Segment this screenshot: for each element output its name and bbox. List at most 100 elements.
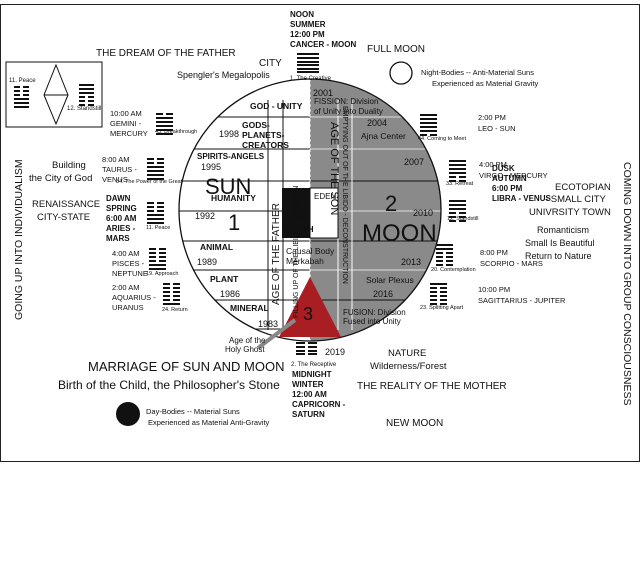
hexagram-splitting-apart-icon: [430, 283, 447, 305]
ecotopian-line-3: UNIVRSITY TOWN: [529, 207, 611, 218]
nature-label: NATURE: [388, 348, 426, 359]
hexagram-peace-small-icon: [14, 86, 29, 108]
dawn-group: DAWN SPRING 6:00 AM ARIES - MARS 11. Pea…: [106, 194, 170, 243]
svg-text:VENUS: VENUS: [102, 175, 128, 184]
year-2004: 2004: [367, 118, 387, 128]
hexagram-approach-icon: [149, 248, 166, 270]
fission-line-1: FISSION: Division: [314, 97, 378, 106]
hexagram-power-of-great-icon: [147, 158, 164, 180]
svg-text:AUTUMN: AUTUMN: [492, 174, 527, 183]
svg-text:CAPRICORN -: CAPRICORN -: [292, 400, 346, 409]
filling-label: FILLING UP OF THE LIBIDO - CREATION: [293, 186, 300, 318]
year-1989: 1989: [197, 257, 217, 267]
svg-text:33. Retreat: 33. Retreat: [446, 181, 474, 187]
night-bodies-2: Experienced as Material Gravity: [432, 79, 539, 88]
hexagram-return-icon: [163, 283, 180, 305]
creative-label: 1. The Creative: [290, 76, 332, 82]
hexagram-creative-icon: [297, 53, 319, 73]
svg-text:2:00 AM: 2:00 AM: [112, 283, 140, 292]
svg-text:8:00 PM: 8:00 PM: [480, 248, 508, 257]
fusion-line-1: FUSION: Division: [343, 308, 406, 317]
svg-text:8:00 AM: 8:00 AM: [102, 155, 130, 164]
full-moon-icon: [389, 61, 413, 85]
level-humanity: HUMANITY: [211, 193, 256, 203]
level-gods: GODS-: [242, 120, 270, 130]
receptive-label: 2. The Receptive: [291, 362, 337, 368]
svg-text:12. Standstill: 12. Standstill: [447, 216, 479, 222]
ecotopian-line-2: - SMALL CITY: [545, 194, 607, 205]
svg-text:DAWN: DAWN: [106, 194, 131, 203]
eden-label: EDEN: [314, 192, 336, 201]
svg-text:4:00 PM: 4:00 PM: [479, 160, 507, 169]
night-bodies-1: Night-Bodies -- Anti-Material Suns: [421, 68, 534, 77]
year-2010: 2010: [413, 208, 433, 218]
year-2013: 2013: [401, 257, 421, 267]
ecotopian-line-1: ECOTOPIAN: [555, 182, 611, 193]
svg-text:CANCER - MOON: CANCER - MOON: [290, 40, 356, 49]
full-moon-label: FULL MOON: [367, 44, 425, 55]
building-line-2: the City of God: [29, 173, 92, 184]
hexagram-retreat-icon: [449, 160, 466, 182]
h19-group: 4:00 AM PISCES - NEPTUNE 19. Approach: [112, 248, 178, 278]
svg-text:2:00 PM: 2:00 PM: [478, 113, 506, 122]
renaissance-line-1: RENAISSANCE: [32, 199, 100, 210]
new-moon-label: NEW MOON: [386, 418, 443, 429]
city-label: CITY: [259, 58, 282, 69]
reality-of-mother: THE REALITY OF THE MOTHER: [357, 381, 507, 392]
day-bodies-2: Experienced as Material Anti-Gravity: [148, 418, 270, 427]
svg-text:19. Approach: 19. Approach: [146, 271, 178, 277]
hexagram-standstill-icon: [449, 200, 466, 222]
box-peace-label: 11. Peace: [9, 78, 36, 84]
left-vertical-title: GOING UP INTO INDIVIDUALISM: [13, 159, 25, 320]
noon-block: NOON SUMMER 12:00 PM CANCER - MOON: [290, 10, 356, 49]
svg-text:SAGITTARIUS - JUPITER: SAGITTARIUS - JUPITER: [478, 296, 566, 305]
triangle-number: 3: [303, 304, 313, 324]
svg-text:MARS: MARS: [106, 234, 130, 243]
romanticism-line-3: Return to Nature: [525, 251, 592, 261]
h33-group: 33. Retreat 4:00 PM VIRGO - MERCURY: [446, 160, 548, 187]
h24-group: 2:00 AM AQUARIUS - URANUS 24. Return: [112, 283, 188, 313]
fission-line-2: of Unity into Duality: [314, 107, 383, 116]
sun-label: SUN: [205, 174, 251, 199]
building-line-1: Building: [52, 160, 86, 171]
new-moon-icon: [116, 402, 140, 426]
svg-text:TAURUS -: TAURUS -: [102, 165, 137, 174]
svg-text:AQUARIUS -: AQUARIUS -: [112, 293, 156, 302]
megalopolis-label: Spengler's Megalopolis: [177, 70, 270, 80]
year-2019: 2019: [325, 347, 345, 357]
level-mineral: MINERAL: [230, 303, 269, 313]
year-1992: 1992: [195, 211, 215, 221]
hexagram-contemplation-icon: [436, 244, 453, 266]
hexagram-coming-to-meet-icon: [420, 114, 437, 136]
svg-text:11. Peace: 11. Peace: [146, 225, 170, 231]
svg-text:DUSK: DUSK: [492, 164, 515, 173]
svg-text:23. Splitting Apart: 23. Splitting Apart: [420, 305, 464, 311]
svg-text:6:00 PM: 6:00 PM: [492, 184, 523, 193]
dusk-group: 12. Standstill DUSK AUTUMN 6:00 PM LIBRA…: [447, 164, 551, 222]
holy-ghost-line-2: Holy Ghost: [225, 345, 265, 354]
svg-text:GEMINI -: GEMINI -: [110, 119, 142, 128]
earth-block: [282, 188, 310, 238]
svg-text:20. Contemplation: 20. Contemplation: [431, 267, 476, 273]
level-animal: ANIMAL: [200, 242, 233, 252]
svg-text:WINTER: WINTER: [292, 380, 324, 389]
right-vertical-title: COMING DOWN INTO GROUP CONSCIOUSNESS: [621, 162, 633, 405]
year-2016: 2016: [373, 289, 393, 299]
svg-text:MIDNIGHT: MIDNIGHT: [292, 370, 332, 379]
hexagram-receptive-icon: [296, 342, 317, 355]
svg-text:SPRING: SPRING: [106, 204, 137, 213]
year-2007: 2007: [404, 157, 424, 167]
heart-label: Heart: [287, 211, 307, 220]
svg-text:NOON: NOON: [290, 10, 314, 19]
ajna-center: Ajna Center: [361, 131, 406, 141]
sun-number: 1: [228, 210, 240, 235]
midnight-block: MIDNIGHT WINTER 12:00 AM CAPRICORN - SAT…: [292, 370, 346, 419]
renaissance-line-2: CITY-STATE: [37, 212, 90, 223]
h20-group: 20. Contemplation 8:00 PM SCORPIO - MARS: [431, 244, 543, 273]
h44-group: 44. Coming to Meet 2:00 PM LEO - SUN: [418, 113, 516, 142]
year-1998: 1998: [219, 129, 239, 139]
hexagram-peace-icon: [147, 202, 164, 224]
romanticism-line-2: Small Is Beautiful: [525, 238, 595, 248]
hexagram-breakthrough-icon: [156, 113, 173, 135]
